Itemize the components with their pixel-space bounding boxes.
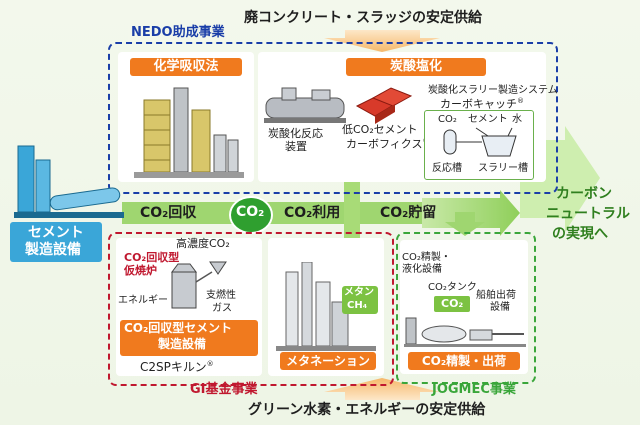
carbonation-reactor-icon — [264, 87, 346, 123]
carbon-neutral-2: ニュートラル — [546, 206, 630, 222]
low-co2-label-2: カーボフィクス® — [346, 137, 429, 151]
co2-center-circle — [229, 196, 273, 234]
fuel-label-2: ガス — [212, 303, 232, 314]
chemical-absorption-tag: 化学吸収法 — [130, 58, 242, 76]
calciner-icon — [171, 261, 227, 309]
refine-label-2: 液化設備 — [402, 264, 442, 275]
methanation-plant-icon — [276, 262, 376, 351]
cement-plant-label-2: 製造設備 — [25, 242, 81, 258]
jogmec-label: JOGMEC事業 — [432, 382, 516, 397]
methane-badge — [342, 286, 378, 314]
calciner-label-1: CO₂回収型 — [124, 251, 180, 264]
slurry-system-label: 炭酸化スラリー製造システム — [428, 85, 558, 96]
methane-label-2: CH₄ — [347, 300, 368, 311]
storage-facility-icon — [404, 317, 526, 347]
c2sp-box-line-1: CO₂回収型セメント — [124, 321, 233, 335]
slurry-co2-label: CO₂ — [438, 114, 457, 125]
co2-tank-label: CO₂タンク — [428, 282, 477, 293]
methane-label-1: メタン — [344, 287, 374, 298]
slurry-water-label: 水 — [512, 114, 522, 125]
methanation-tag: メタネーション — [280, 352, 376, 370]
absorption-plant-icon — [134, 87, 244, 178]
nedo-region — [108, 42, 558, 194]
top-supply-text: 廃コンクリート・スラッジの安定供給 — [244, 10, 482, 26]
bottom-supply-text: グリーン水素・エネルギーの安定供給 — [248, 402, 486, 418]
co2-storage-label: CO₂貯留 — [380, 205, 437, 221]
co2-tank-badge-text: CO₂ — [441, 297, 464, 310]
reactor-label-2: 装置 — [285, 140, 307, 153]
energy-label: エネルギー — [118, 295, 168, 306]
c2sp-box-line-2: 製造設備 — [158, 337, 207, 351]
refine-ship-tag: CO₂精製・出荷 — [408, 352, 520, 370]
ship-label-1: 船舶出荷 — [476, 290, 516, 301]
low-co2-cement-icon — [355, 87, 413, 124]
slurry-cement-label: セメント — [468, 114, 508, 125]
slurry-system-box — [424, 110, 534, 180]
carbonation-tag: 炭酸塩化 — [346, 58, 486, 76]
slurry-tanks-icon — [443, 127, 517, 157]
cement-plant-label-1: セメント — [28, 225, 84, 241]
cement-plant-icon — [14, 145, 124, 218]
c2sp-kiln-label: C2SPキルン® — [140, 360, 214, 374]
gi-region — [108, 232, 394, 386]
c2sp-orange-box — [120, 320, 258, 356]
fuel-label-1: 支燃性 — [206, 290, 236, 301]
ship-label-2: 設備 — [490, 302, 510, 313]
high-conc-co2-label: 高濃度CO₂ — [176, 237, 230, 250]
reactor-label-1: 炭酸化反応 — [268, 127, 323, 140]
low-co2-label-1: 低CO₂セメント — [342, 123, 418, 136]
co2-center-label: CO₂ — [236, 204, 265, 220]
jogmec-region — [396, 232, 536, 384]
gi-label: GI基金事業 — [190, 382, 258, 397]
carbon-neutral-1: カーボン — [556, 186, 612, 202]
refine-label-1: CO₂精製・ — [402, 252, 451, 263]
co2-recovery-label: CO₂回収 — [140, 205, 197, 221]
slurry-tank-label: スラリー槽 — [478, 163, 528, 174]
reaction-tank-label: 反応槽 — [432, 163, 462, 174]
co2-use-label: CO₂利用 — [284, 205, 341, 221]
carbon-neutral-3: の実現へ — [552, 226, 608, 242]
calciner-label-2: 仮焼炉 — [124, 264, 157, 277]
nedo-label: NEDO助成事業 — [128, 25, 228, 41]
cement-plant-label-box — [10, 222, 102, 262]
co2-tank-badge — [434, 296, 470, 312]
carbocatch-label: カーボキャッチ® — [440, 97, 524, 111]
